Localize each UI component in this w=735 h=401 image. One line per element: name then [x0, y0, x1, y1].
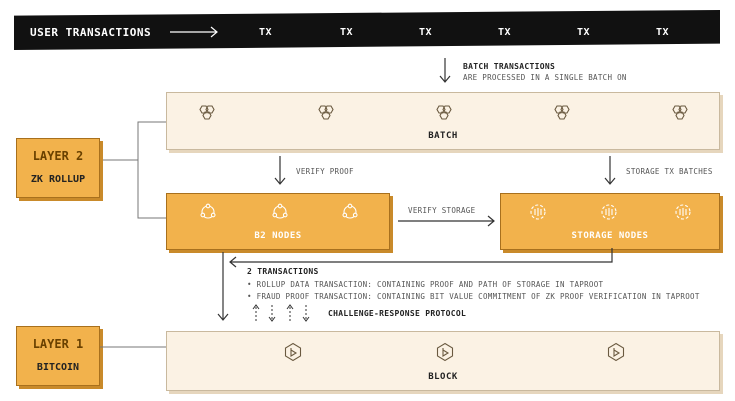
layer2-box: LAYER 2 ZK ROLLUP: [16, 138, 100, 198]
hexagon-cluster-icon: [318, 105, 334, 120]
layer2-title: LAYER 2: [32, 149, 84, 163]
layer1-subtitle: BITCOIN: [36, 362, 80, 373]
hexagon-cluster-icon: [554, 105, 570, 120]
hexagon-cluster-icon: [672, 105, 688, 120]
hexagon-cluster-icon: [436, 105, 452, 120]
batch-note-title: BATCH TRANSACTIONS: [463, 62, 556, 71]
storage-tx-batches-label: STORAGE TX BATCHES: [626, 167, 713, 176]
hexagon-cluster-icon: [199, 105, 215, 120]
layer2-subtitle: ZK ROLLUP: [30, 174, 86, 185]
batch-label: BATCH: [428, 131, 458, 141]
layer1-title: LAYER 1: [32, 337, 84, 351]
bitcoin-block-icon: [436, 342, 454, 362]
connector-line: [100, 340, 166, 354]
tx-label: TX: [656, 27, 670, 38]
bitcoin-block-icon: [607, 342, 625, 362]
storage-node-icon: [675, 204, 691, 220]
tx-label: TX: [577, 27, 591, 38]
bitcoin-block-icon: [284, 342, 302, 362]
tx-label: TX: [259, 27, 273, 38]
down-arrow-icon: [603, 156, 617, 186]
challenge-response-label: CHALLENGE-RESPONSE PROTOCOL: [328, 309, 467, 318]
b2-nodes-box: B2 NODES: [166, 193, 390, 250]
transaction-item: • FRAUD PROOF TRANSACTION: CONTAINING BI…: [247, 292, 700, 301]
block-label: BLOCK: [428, 372, 458, 382]
down-arrow-icon: [273, 156, 287, 186]
transactions-title: 2 TRANSACTIONS: [247, 267, 319, 276]
right-arrow-icon: [170, 25, 220, 39]
tx-label: TX: [340, 27, 354, 38]
layer1-box: LAYER 1 BITCOIN: [16, 326, 100, 386]
storage-node-icon: [601, 204, 617, 220]
node-network-icon: [272, 203, 288, 219]
node-network-icon: [342, 203, 358, 219]
block-box: BLOCK: [166, 331, 720, 391]
challenge-response-arrows-icon: [250, 303, 320, 323]
storage-nodes-box: STORAGE NODES: [500, 193, 720, 250]
b2-nodes-label: B2 NODES: [254, 231, 302, 241]
tx-label: TX: [498, 27, 512, 38]
batch-box: BATCH: [166, 92, 720, 150]
storage-nodes-label: STORAGE NODES: [571, 231, 649, 241]
storage-node-icon: [530, 204, 546, 220]
return-arrow-icon: [226, 248, 616, 272]
verify-storage-label: VERIFY STORAGE: [408, 206, 476, 215]
down-arrow-icon: [438, 58, 452, 84]
batch-note-subtitle: ARE PROCESSED IN A SINGLE BATCH ON: [463, 73, 627, 82]
right-arrow-icon: [398, 214, 496, 228]
transaction-item: • ROLLUP DATA TRANSACTION: CONTAINING PR…: [247, 280, 604, 289]
tx-label: TX: [419, 27, 433, 38]
user-transactions-ribbon: [14, 10, 720, 50]
down-arrow-icon: [216, 252, 230, 322]
user-transactions-title: USER TRANSACTIONS: [30, 26, 152, 39]
node-network-icon: [200, 203, 216, 219]
verify-proof-label: VERIFY PROOF: [296, 167, 354, 176]
